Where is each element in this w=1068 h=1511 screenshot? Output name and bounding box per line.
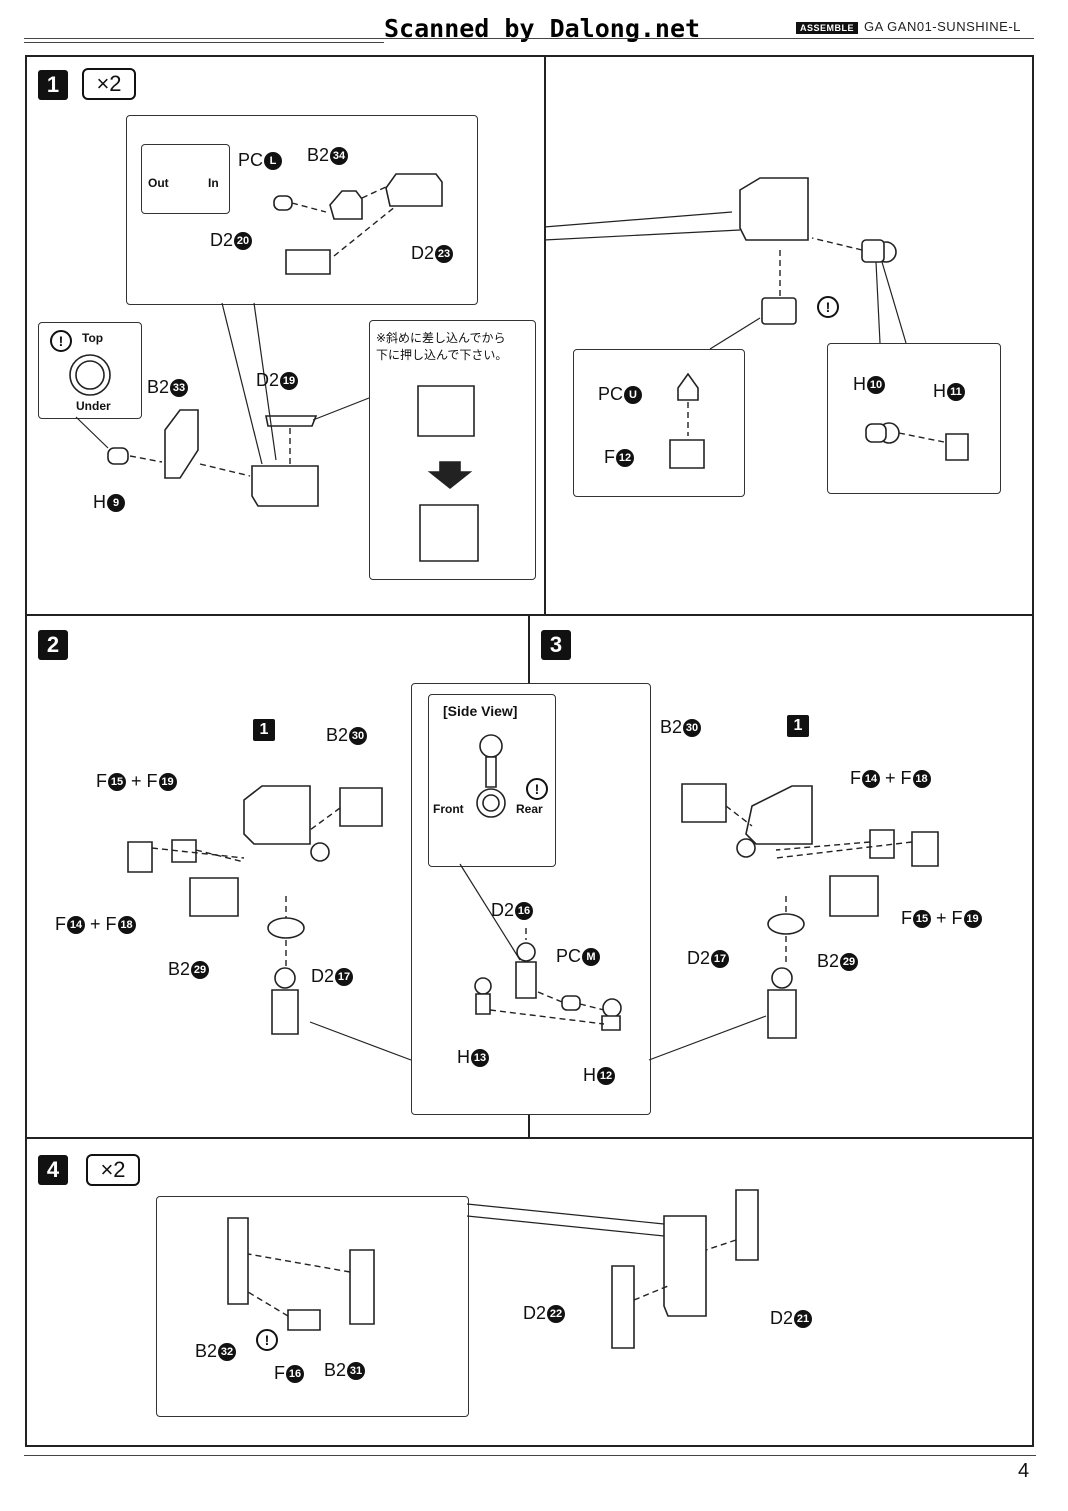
pc-in-label: In: [208, 176, 219, 190]
caution-icon-4: !: [256, 1329, 278, 1351]
side-view-rear: Rear: [516, 802, 543, 816]
step-1-multiplier: ×2: [82, 68, 136, 100]
caution-icon-3: !: [526, 778, 548, 800]
step-4-multiplier: ×2: [86, 1154, 140, 1186]
footer-rule: [24, 1455, 1036, 1456]
down-arrow: [427, 461, 473, 490]
pc-l-part: [273, 195, 293, 211]
pc-orientation-box: [141, 144, 230, 214]
caution-icon-2: !: [817, 296, 839, 318]
b2-34-part: [329, 190, 363, 220]
pc-u-part: [677, 372, 699, 401]
side-view-front: Front: [433, 802, 464, 816]
page-number: 4: [1018, 1460, 1030, 1482]
insert-note-text: ※斜めに差し込んでから 下に押し込んで下さい。: [376, 331, 508, 362]
main-torso-part: [251, 465, 319, 507]
torso-assembled: [739, 177, 809, 241]
step2-ref-1: 1: [253, 719, 275, 741]
polycap-top-label: Top: [82, 331, 104, 345]
step2-torso: [243, 785, 311, 845]
d2-20-part: [285, 249, 331, 275]
d2-23-part: [385, 173, 443, 207]
step-2-number: 2: [38, 630, 68, 660]
step-3-number: 3: [541, 630, 571, 660]
pc-u-box: [573, 349, 745, 497]
note-illustration-2: [419, 504, 479, 562]
polycap-under-label: Under: [76, 399, 111, 413]
h10-h11-box: [827, 343, 1001, 494]
divider-3: [544, 57, 546, 614]
d2-19-part: [265, 415, 318, 427]
header-rule: [24, 38, 1034, 39]
step-1-number: 1: [38, 70, 68, 100]
step3-ref-1: 1: [787, 715, 809, 737]
instruction-frame: [25, 55, 1034, 1447]
step3-torso: [745, 785, 813, 845]
note-illustration-1: [417, 385, 475, 437]
step-4-number: 4: [38, 1155, 68, 1185]
divider-4: [25, 1137, 1032, 1139]
pc-out-label: Out: [148, 176, 169, 190]
caution-icon: !: [50, 330, 72, 352]
side-view-title: [Side View]: [443, 703, 518, 719]
model-name: GA GAN01-SUNSHINE-L: [864, 19, 1021, 34]
h-9-part: [107, 447, 129, 465]
assemble-badge: ASSEMBLE: [796, 22, 859, 34]
header-rule-2: [24, 42, 384, 43]
step4-subassembly-box: [156, 1196, 469, 1417]
b2-33-part: [164, 409, 199, 479]
